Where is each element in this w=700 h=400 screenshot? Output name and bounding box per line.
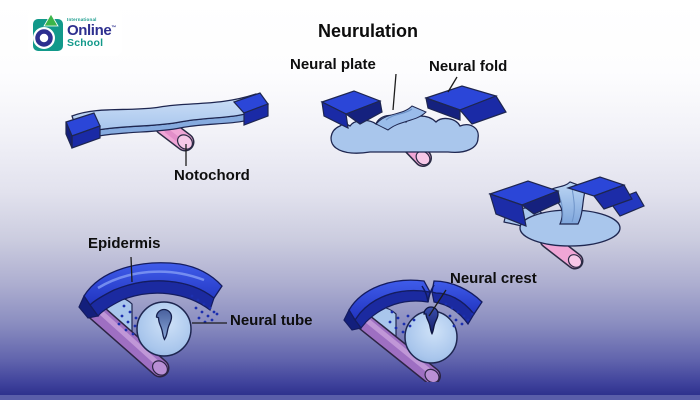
neural-crest-cells-dots bbox=[117, 294, 219, 336]
stage-4-neural-tube-diagram bbox=[78, 262, 223, 378]
right-neural-fold bbox=[424, 85, 507, 125]
online-school-logo-icon bbox=[33, 13, 63, 51]
right-neural-fold bbox=[566, 176, 645, 217]
neural-plate-label: Neural plate bbox=[290, 56, 376, 73]
bottom-edge-strip bbox=[0, 395, 700, 400]
neural-crest-label: Neural crest bbox=[450, 270, 537, 287]
neural-crest-cells-dots bbox=[388, 302, 474, 334]
neural-fold-label: Neural fold bbox=[429, 58, 508, 75]
left-neural-fold bbox=[320, 90, 383, 130]
neural-tube-lumen bbox=[155, 308, 173, 341]
stage-2-neural-fold-diagram bbox=[320, 85, 507, 167]
logo-trademark: ™ bbox=[111, 25, 116, 31]
stage-3-folds-converging-diagram bbox=[488, 176, 645, 270]
ectoderm-slab bbox=[65, 92, 269, 149]
notochord-label: Notochord bbox=[174, 167, 250, 184]
notochord-rod bbox=[353, 311, 441, 382]
epidermis-layer bbox=[78, 262, 223, 319]
logo-school-text: School bbox=[67, 37, 104, 49]
online-school-logo-text: International Online™ School bbox=[67, 16, 116, 49]
logo-online-text: Online™ bbox=[67, 22, 116, 39]
neural-plate-groove bbox=[375, 105, 427, 131]
page-title: Neurulation bbox=[317, 21, 418, 41]
logo-international-text: International bbox=[67, 16, 97, 22]
epidermis-label: Epidermis bbox=[88, 235, 161, 252]
neural-tube-label: Neural tube bbox=[230, 312, 313, 329]
online-school-logo: International Online™ School bbox=[28, 10, 122, 56]
left-neural-fold bbox=[488, 180, 561, 227]
stage-1-neural-plate-flat-diagram bbox=[65, 92, 269, 152]
stage-5-neural-crest-diagram bbox=[343, 279, 483, 382]
notochord-rod bbox=[84, 300, 170, 378]
